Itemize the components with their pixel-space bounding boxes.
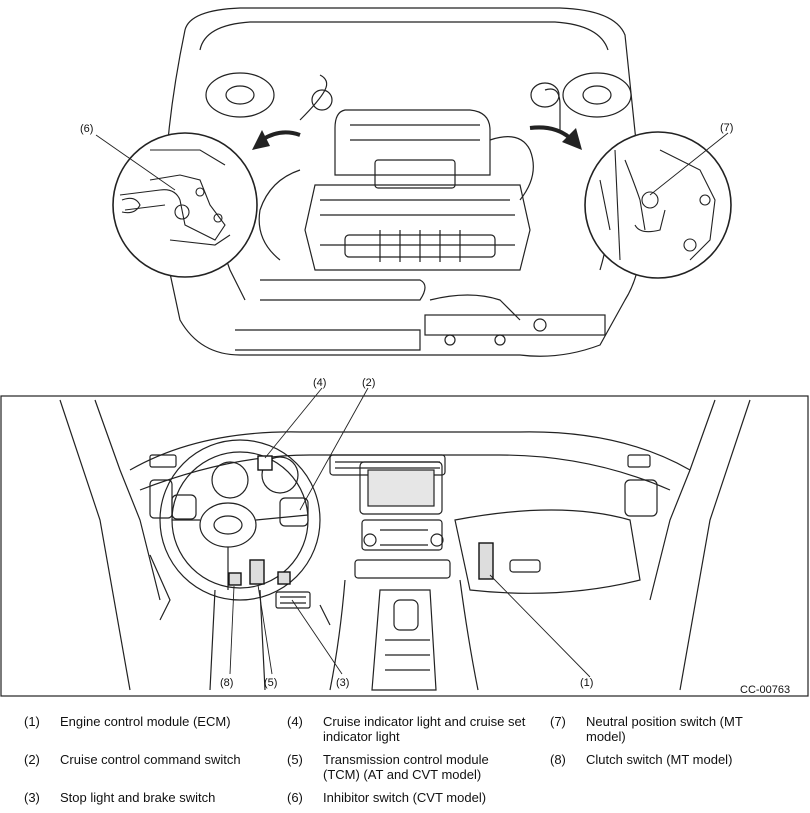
inset-arrows [252, 125, 582, 150]
clutch-switch-unit [228, 572, 242, 586]
cruise-indicator-light-marker [257, 455, 273, 471]
callout-8: (8) [220, 677, 233, 689]
legend-text: Clutch switch (MT model) [586, 752, 733, 767]
legend-number: (4) [287, 714, 303, 729]
callout-4: (4) [313, 377, 326, 389]
callout-7: (7) [720, 122, 733, 134]
interior-frame [0, 395, 809, 697]
tcm-unit [249, 559, 265, 585]
component-legend: (1) Engine control module (ECM) (2) Crui… [0, 706, 810, 813]
legend-number: (3) [24, 790, 40, 805]
callout-1: (1) [580, 677, 593, 689]
legend-text: Neutral position switch (MT model) [586, 714, 743, 744]
legend-number: (8) [550, 752, 566, 767]
dashboard-drawing [59, 399, 751, 691]
top-leader-lines [95, 132, 729, 196]
legend-text: Inhibitor switch (CVT model) [323, 790, 487, 805]
legend-number: (7) [550, 714, 566, 729]
stop-light-switch-unit [277, 571, 291, 585]
legend-text: Cruise control command switch [60, 752, 241, 767]
figure-code: CC-00763 [740, 684, 790, 696]
callout-6: (6) [80, 123, 93, 135]
legend-text: Cruise indicator light and cruise set in… [323, 714, 526, 744]
callout-2: (2) [362, 377, 375, 389]
legend-number: (2) [24, 752, 40, 767]
legend-number: (6) [287, 790, 303, 805]
neutral-position-switch-inset [584, 131, 732, 279]
inhibitor-switch-inset [112, 132, 258, 278]
legend-text: Stop light and brake switch [60, 790, 216, 805]
legend-number: (5) [287, 752, 303, 767]
highlighted-components [228, 455, 494, 586]
component-location-figure: (6) (7) [0, 7, 809, 697]
callout-3: (3) [336, 677, 349, 689]
ecm-unit [478, 542, 494, 580]
legend-text: Transmission control module (TCM) (AT an… [323, 752, 489, 782]
bottom-leader-lines [229, 387, 591, 678]
engine-compartment-drawing [163, 7, 644, 357]
legend-number: (1) [24, 714, 40, 729]
legend-text: Engine control module (ECM) [60, 714, 231, 729]
callout-5: (5) [264, 677, 277, 689]
